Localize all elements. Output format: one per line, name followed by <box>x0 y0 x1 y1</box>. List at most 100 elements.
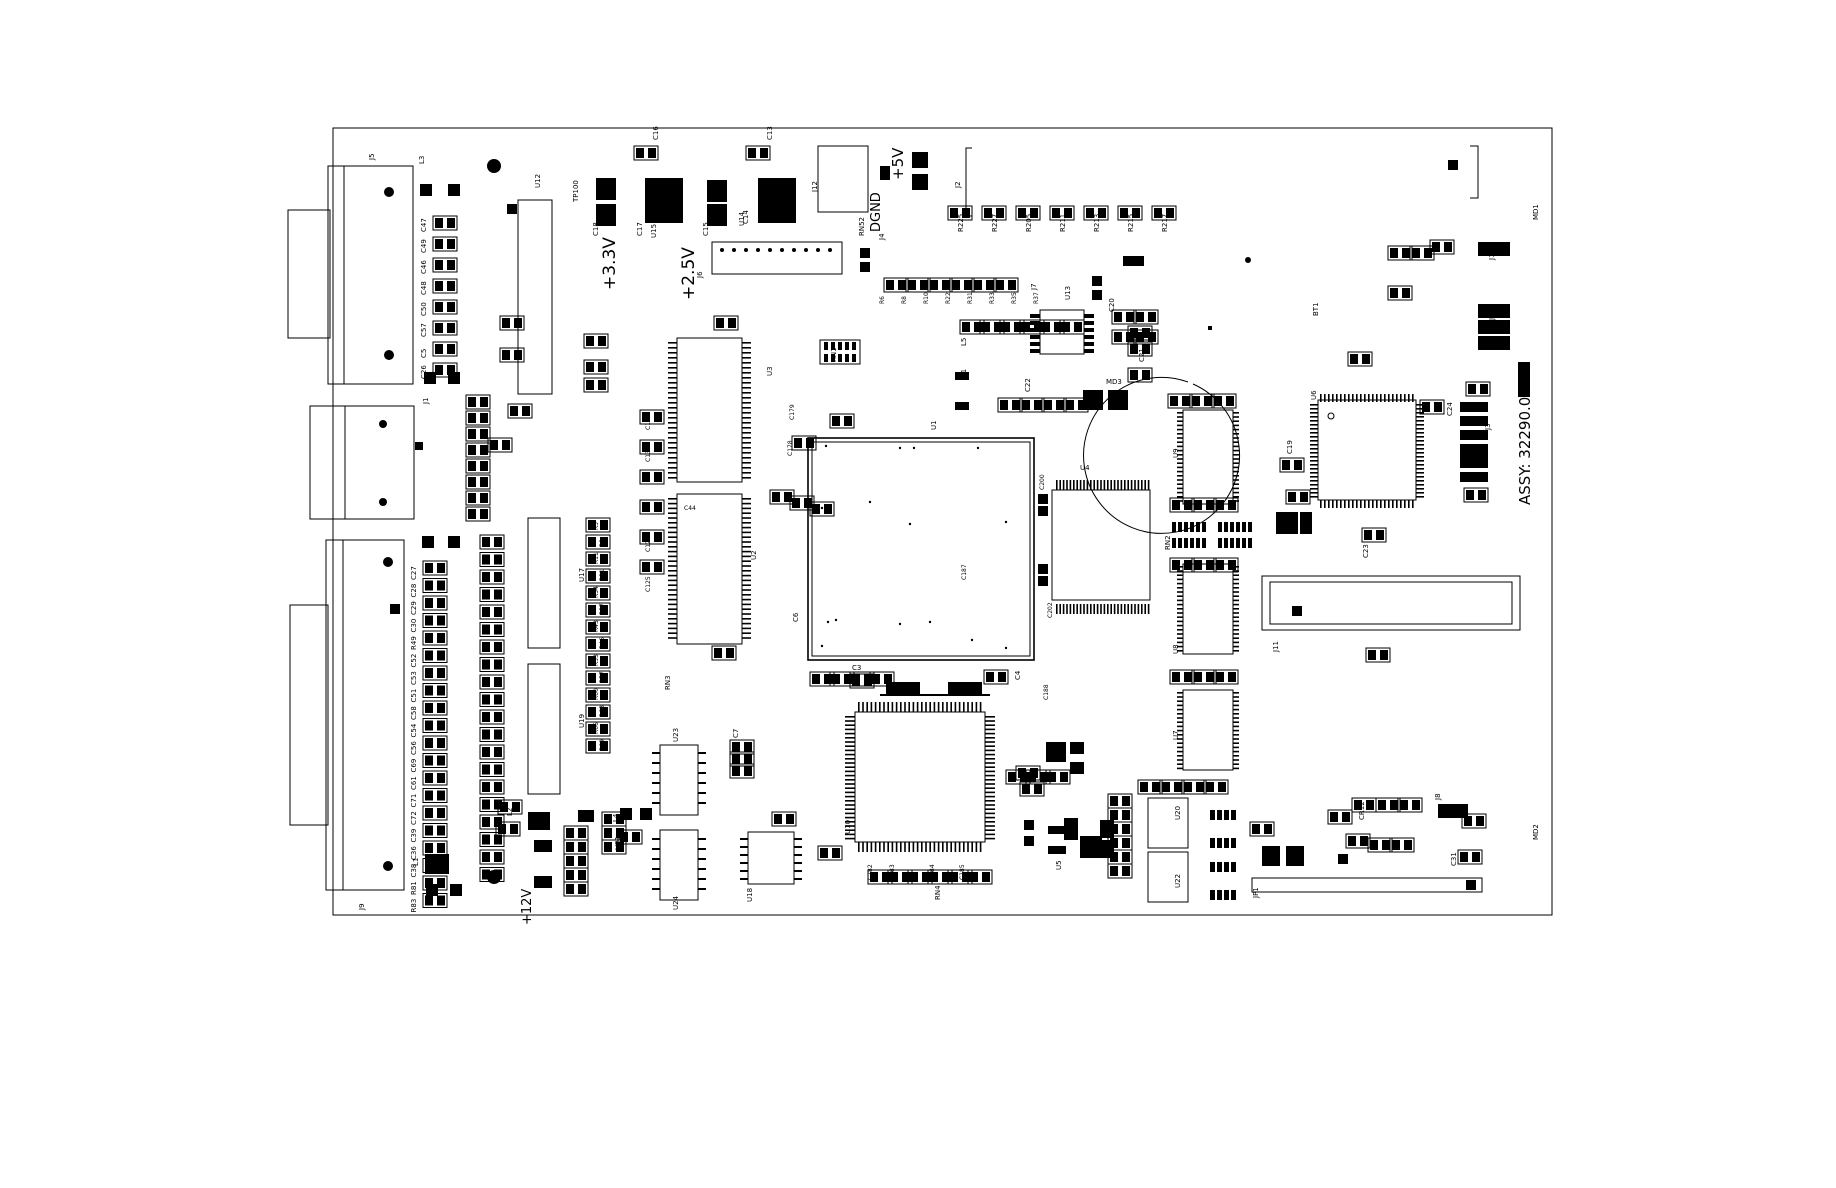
smd-pad <box>435 281 443 291</box>
passive-outline <box>479 657 505 672</box>
smd-pad <box>1130 370 1138 380</box>
smd-pad <box>668 594 677 596</box>
smd-pad <box>1348 394 1350 402</box>
smd-pad <box>668 407 677 409</box>
fiducial <box>928 620 932 624</box>
smd-pad <box>950 702 952 712</box>
connector-label: JP1 <box>1252 887 1260 899</box>
smd-pad <box>942 702 944 712</box>
passive-outline <box>1365 647 1391 663</box>
smd-pad <box>985 766 995 768</box>
smd-pad <box>1478 242 1510 256</box>
ref-designator: RN1 <box>830 347 838 362</box>
smd-pad <box>1242 538 1246 548</box>
ref-designator: C7 <box>732 729 740 738</box>
smd-pad <box>986 280 994 290</box>
smd-pad <box>1366 800 1374 810</box>
smd-pad <box>1460 430 1488 440</box>
passive-outline <box>479 832 505 847</box>
ref-designator: R31 <box>967 292 974 304</box>
smd-pad <box>1416 484 1424 486</box>
smd-pad <box>1154 208 1162 218</box>
smd-pad <box>929 842 931 852</box>
smd-pad <box>1376 530 1384 540</box>
smd-pad <box>1120 480 1123 490</box>
passive-outline <box>422 560 448 576</box>
smd-pad <box>1233 462 1239 464</box>
smd-pad <box>1294 460 1302 470</box>
smd-pad <box>962 872 970 882</box>
smd-pad <box>437 563 445 573</box>
smd-pad <box>933 702 936 712</box>
smd-pad <box>588 673 596 683</box>
smd-pad <box>1184 522 1188 532</box>
smd-pad <box>494 624 502 635</box>
smd-pad <box>642 472 650 482</box>
smd-pad <box>985 779 995 781</box>
smd-pad <box>985 774 995 777</box>
smd-pad <box>1348 836 1356 846</box>
smd-pad <box>1356 500 1358 508</box>
ic-label: U13 <box>1064 286 1072 300</box>
smd-pad <box>794 854 802 856</box>
smd-pad <box>1084 349 1094 353</box>
smd-pad <box>1208 326 1212 330</box>
smd-pad <box>1416 464 1424 466</box>
smd-pad <box>1190 538 1194 548</box>
smd-pad <box>482 834 490 845</box>
smd-pad <box>1478 490 1486 500</box>
smd-pad <box>1086 604 1089 614</box>
smd-pad <box>732 742 740 752</box>
ref-designator: C184 <box>929 864 936 880</box>
smd-pad <box>1310 472 1318 474</box>
smd-pad <box>895 702 898 712</box>
smd-pad <box>1182 396 1190 406</box>
smd-pad <box>1218 538 1222 548</box>
ref-designator: R227 <box>991 214 999 232</box>
smd-pad <box>1233 692 1239 694</box>
passive-outline <box>583 377 609 393</box>
ref-designator: C19 <box>1286 440 1294 454</box>
ref-designator: RN3 <box>664 675 672 690</box>
label-12v: +12V <box>520 889 535 925</box>
ref-designator: MD1 <box>1532 204 1540 220</box>
smd-pad <box>879 702 881 712</box>
smd-pad <box>742 502 751 505</box>
smd-pad <box>1024 836 1034 846</box>
smd-pad <box>742 462 751 464</box>
smd-pad <box>1177 466 1183 469</box>
smd-pad <box>742 565 751 567</box>
smd-pad <box>742 362 751 364</box>
smd-pad <box>468 509 476 519</box>
smd-pad <box>566 856 574 866</box>
ref-designator: C126 <box>645 536 652 552</box>
smd-pad <box>845 354 849 362</box>
smd-pad <box>742 550 751 553</box>
smd-pad <box>1127 480 1129 490</box>
smd-pad <box>845 779 855 781</box>
smd-pad <box>1184 538 1188 548</box>
smd-pad <box>652 752 660 754</box>
passive-outline <box>1019 781 1045 797</box>
smd-pad <box>588 707 596 717</box>
smd-pad <box>640 808 652 820</box>
smd-pad <box>994 322 1002 332</box>
smd-pad <box>588 571 596 581</box>
ref-designator: R225 <box>957 214 965 232</box>
smd-pad <box>482 799 490 810</box>
smd-pad <box>887 842 889 852</box>
smd-pad <box>502 318 510 328</box>
ref-designator: R6 <box>879 296 886 304</box>
ic-u19 <box>527 663 561 795</box>
ref-designator: C133 <box>645 446 652 462</box>
passive-outline <box>422 718 448 733</box>
passive-outline <box>729 739 755 755</box>
smd-pad <box>1233 591 1239 593</box>
smd-pad <box>598 362 606 372</box>
smd-pad <box>1038 506 1048 516</box>
smd-pad <box>1046 742 1066 762</box>
smd-pad <box>1236 538 1240 548</box>
smd-pad <box>652 772 660 774</box>
smd-pad <box>742 372 751 374</box>
label-dgnd: DGND <box>869 192 884 232</box>
